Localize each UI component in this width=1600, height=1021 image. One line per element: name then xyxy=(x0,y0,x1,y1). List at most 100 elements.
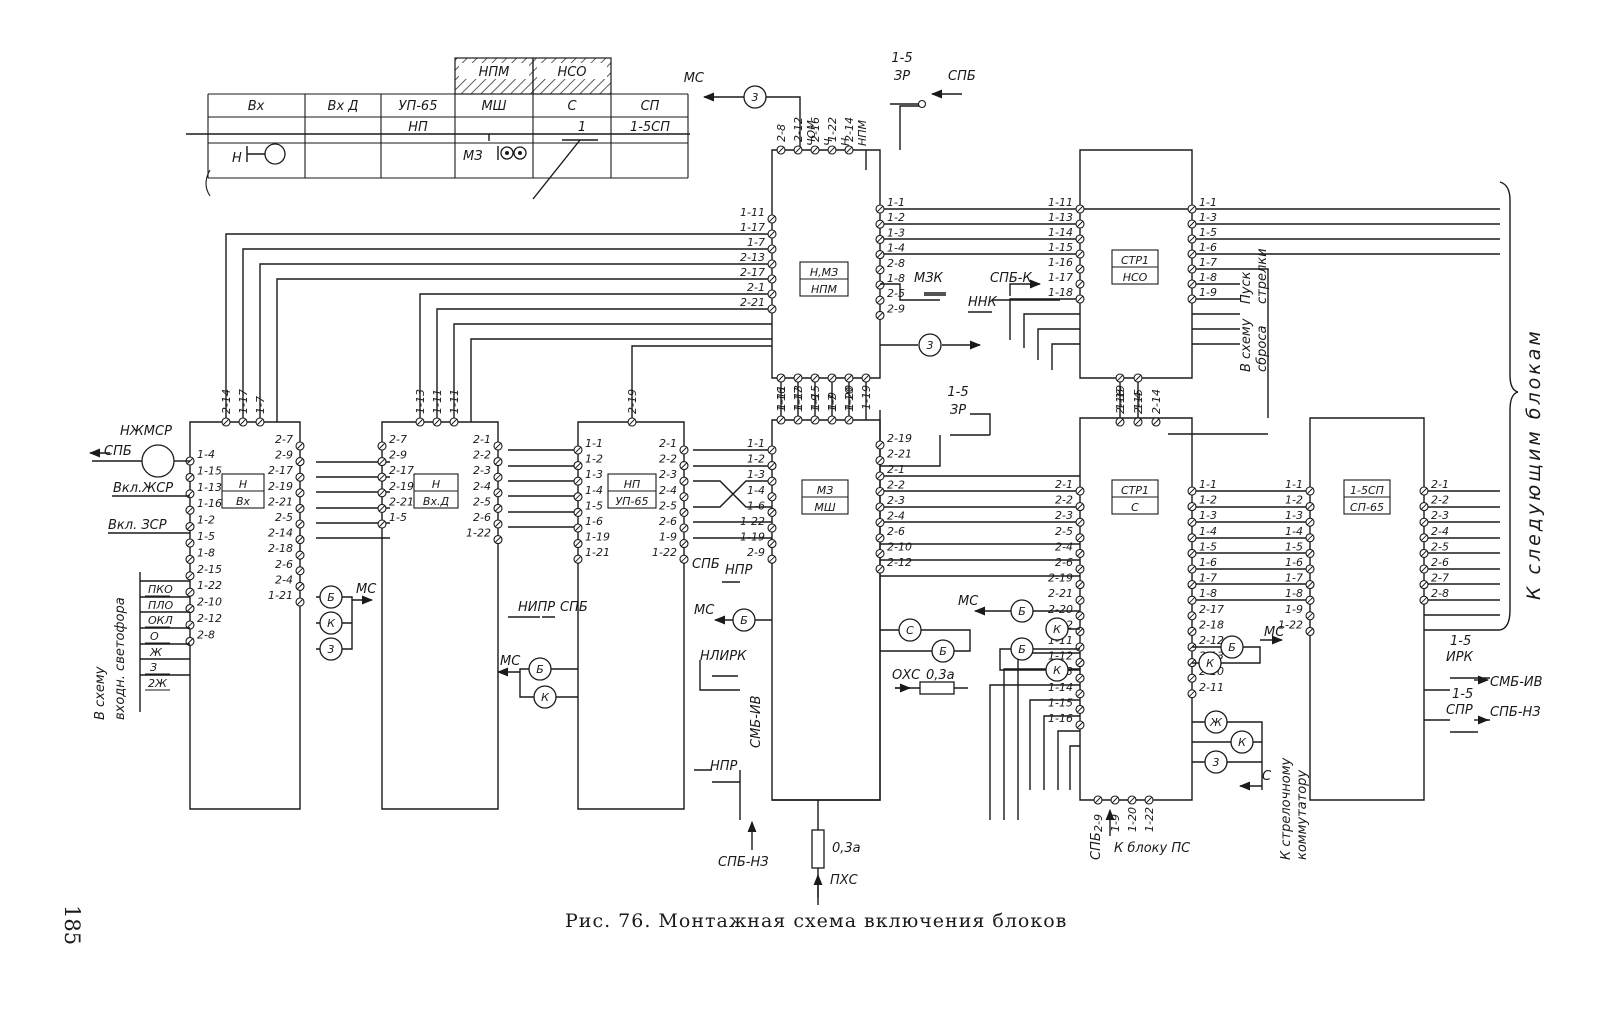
block-name: Н xyxy=(239,478,247,491)
svg-text:3: 3 xyxy=(1213,756,1220,769)
terminal-label: 2-10 xyxy=(197,596,222,609)
svg-text:0,3а: 0,3а xyxy=(832,841,861,856)
terminal-label: 2-2 xyxy=(1431,494,1449,507)
svg-text:ПКО: ПКО xyxy=(148,583,173,596)
terminal-label: 2-15 xyxy=(197,563,222,576)
terminal-label: 2-5 xyxy=(473,495,491,508)
svg-text:СПБ-НЗ: СПБ-НЗ xyxy=(718,855,769,870)
terminal-label: 1-1 xyxy=(585,437,603,450)
terminal-label: 2-9 xyxy=(747,546,765,559)
terminal-label: 1-4 xyxy=(1132,392,1145,410)
terminal-label: 2-3 xyxy=(1055,509,1073,522)
terminal-label: 2-1 xyxy=(1431,478,1449,491)
terminal-label: 1-5 xyxy=(1285,540,1303,553)
b1-right-terminals: 2-72-92-172-192-212-52-142-182-62-41-21 xyxy=(268,433,305,607)
terminal-label: 2-12 xyxy=(887,556,912,569)
b7-right-devices: Б К МС Ж К 3 С xyxy=(1192,625,1285,791)
svg-text:Б: Б xyxy=(939,645,947,658)
b3-left-devices: Б К МС xyxy=(496,654,578,709)
table-col-header: СП xyxy=(641,99,660,114)
block-names: Н Вх Н Вх.Д НП УП-65 Н,МЗ НПМ МЗ МШ СТР1… xyxy=(221,249,1391,515)
svg-text:ПЛО: ПЛО xyxy=(148,599,174,612)
terminal-label: 2-8 xyxy=(197,628,215,641)
terminal-label: 1-4 xyxy=(887,242,905,255)
b1-left-terminals: 1-41-151-131-161-21-51-82-151-222-102-12… xyxy=(185,448,222,646)
terminal-label: 1-20 xyxy=(843,385,856,410)
terminal-label: 1-16 xyxy=(197,497,222,510)
svg-text:С: С xyxy=(906,624,914,637)
terminal-label: 1-8 xyxy=(1199,271,1217,284)
terminal-label: 1-16 xyxy=(1048,256,1073,269)
terminal-label: 1-6 xyxy=(1199,241,1217,254)
b2-left-terminals: 2-72-92-172-192-211-5 xyxy=(377,433,414,529)
svg-text:СПР: СПР xyxy=(1446,703,1473,718)
table-col-header: Вх Д xyxy=(328,99,359,114)
v-shemu-sbrosa-label: сброса xyxy=(1255,325,1270,372)
spb-label: СПБ xyxy=(1089,832,1104,860)
terminal-label: 2-14 xyxy=(220,389,233,414)
terminal-label: 1-1 xyxy=(887,196,905,209)
terminal-label: 2-8 xyxy=(1431,587,1449,600)
terminal-label: 1-1 xyxy=(1285,478,1303,491)
block-name: НПМ xyxy=(811,283,838,296)
pusk-strelki-label: стрелки xyxy=(1255,248,1270,304)
terminal-label: 2-4 xyxy=(473,480,491,493)
terminal-label: 2-17 xyxy=(1199,603,1224,616)
terminal-label: 1-7 xyxy=(254,396,267,414)
terminal-label: 1-9 xyxy=(826,392,839,410)
table-col-header: С xyxy=(567,99,577,114)
b7-left-terminals: 2-12-22-32-52-42-62-192-212-202-221-111-… xyxy=(1048,478,1085,730)
terminal-label: 1-20 xyxy=(1126,807,1139,832)
terminal-label: 1-18 xyxy=(1048,286,1073,299)
b4-left-terminals: 1-111-171-72-132-172-12-21 xyxy=(740,206,777,314)
bus-wires xyxy=(225,96,1500,898)
terminal-label: 2-3 xyxy=(473,464,491,477)
terminal-label: 2-4 xyxy=(1055,540,1073,553)
svg-text:СПБ-К: СПБ-К xyxy=(990,271,1032,286)
block-name: СТР1 xyxy=(1121,254,1149,267)
b4-top-label: Н xyxy=(839,138,852,146)
terminal-label: 1-17 xyxy=(792,387,805,412)
terminal-label: 1-8 xyxy=(197,546,215,559)
terminal-label: 1-3 xyxy=(887,226,905,239)
header-table: НПМ НСО Вх Вх Д УП-65 МШ С СП НП 1 1-5СП… xyxy=(186,57,690,200)
svg-text:2Ж: 2Ж xyxy=(148,677,168,690)
terminal-label: 1-3 xyxy=(747,468,765,481)
svg-text:СМБ-ИВ: СМБ-ИВ xyxy=(1490,675,1543,690)
terminal-label: 2-13 xyxy=(740,251,765,264)
svg-text:0,3а: 0,3а xyxy=(926,668,955,683)
b8-left-terminals: 1-11-21-31-41-51-61-71-81-91-22 xyxy=(1278,478,1315,636)
terminal-label: 1-7 xyxy=(1199,256,1217,269)
figure-caption: Рис. 76. Монтажная схема включения блоко… xyxy=(565,910,1067,932)
terminal-label: 1-3 xyxy=(585,468,603,481)
b3-top-terminals: 2-19 xyxy=(626,389,639,427)
terminal-label: 1-2 xyxy=(887,211,905,224)
block-name: МЗ xyxy=(817,484,834,497)
terminal-label: 1-14 xyxy=(1048,226,1073,239)
terminal-label: 2-6 xyxy=(275,558,293,571)
svg-text:Ж: Ж xyxy=(1209,716,1223,729)
terminal-label: 1-9 xyxy=(1199,286,1217,299)
terminal-label: 1-9 xyxy=(1285,603,1303,616)
npr-contact: НПР СПБ xyxy=(692,557,753,583)
terminal-label: 1-1 xyxy=(1199,196,1217,209)
terminal-label: 1-7 xyxy=(826,394,839,412)
terminal-label: 1-14 xyxy=(1048,681,1073,694)
terminal-label: 1-22 xyxy=(197,579,222,592)
svg-text:ОКЛ: ОКЛ xyxy=(148,614,173,627)
terminal-label: 1-3 xyxy=(1199,211,1217,224)
terminal-label: 2-2 xyxy=(659,453,677,466)
block-name: НСО xyxy=(1123,271,1148,284)
block-name: НП xyxy=(624,478,641,491)
terminal-label: 2-2 xyxy=(1055,494,1073,507)
terminal-label: 2-17 xyxy=(268,464,293,477)
svg-text:СМБ-ИВ: СМБ-ИВ xyxy=(749,695,764,748)
svg-text:НЛИРК: НЛИРК xyxy=(700,649,747,664)
nzhmsr-label: НЖМСР xyxy=(120,424,172,439)
svg-text:МС: МС xyxy=(500,654,521,669)
terminal-label: 2-20 xyxy=(1048,603,1073,616)
